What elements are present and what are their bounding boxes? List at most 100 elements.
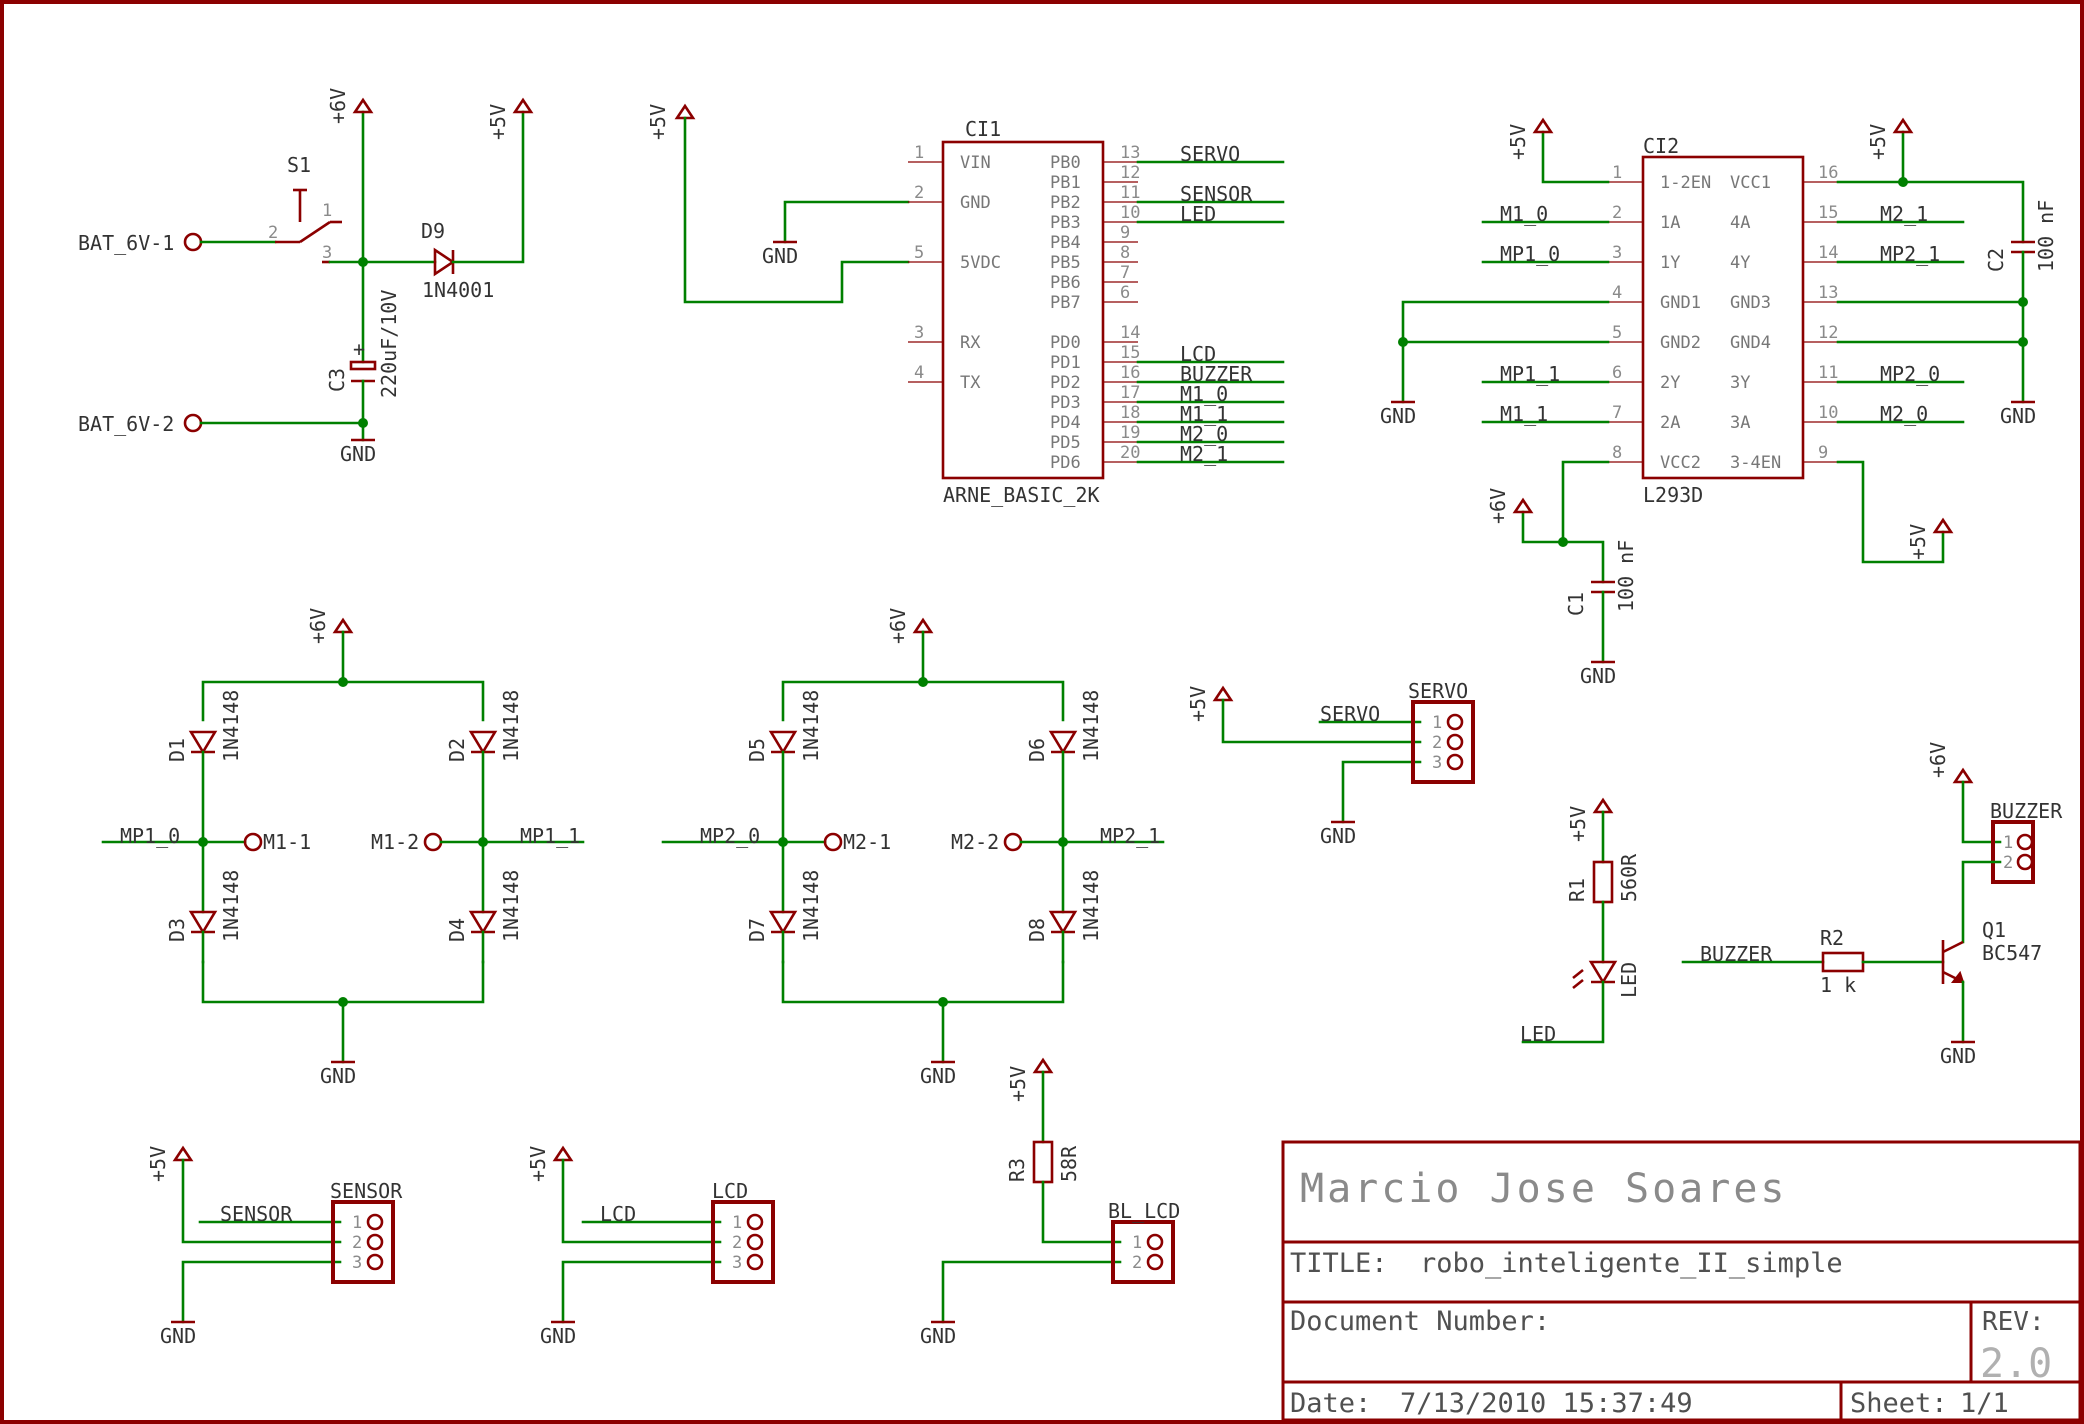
buzzer-circuit-name-text: BUZZER <box>1990 799 2063 823</box>
ci1-net-label: M2_1 <box>1180 442 1228 466</box>
ci2-net-label: M2_1 <box>1880 202 1928 226</box>
ci1-pin-num: 7 <box>1120 263 1130 283</box>
ci2-pin-name: 4Y <box>1730 253 1750 273</box>
ci1-pin-num: 19 <box>1120 423 1140 443</box>
ci1-net-label: LCD <box>1180 342 1216 366</box>
bridge1-net-left-text: MP1_0 <box>120 824 180 848</box>
buzzer-circuit-p1-text: 1 <box>2003 833 2013 853</box>
bl-lcd-p1-text: 1 <box>1132 1233 1142 1253</box>
power-c3-val-text: 220uF/10V <box>377 290 401 398</box>
power-s1-p2-text: 2 <box>268 223 278 243</box>
supply-gnd-text: GND <box>2000 404 2036 428</box>
ci2-pin-num: 2 <box>1612 203 1622 223</box>
led-circuit-net-text: LED <box>1520 1022 1556 1046</box>
sensor-p3-text: 3 <box>352 1253 362 1273</box>
bridge1-pad-left-text: M1-1 <box>263 830 311 854</box>
switch-s1: S1 1 2 3 <box>268 153 342 264</box>
title-text: robo_inteligente_II_simple <box>1420 1248 1843 1279</box>
supply-gnd-text: GND <box>1380 404 1416 428</box>
ci1-pin-num: 18 <box>1120 403 1140 423</box>
supply-gnd-text: GND <box>762 244 798 268</box>
ci1-net-label: BUZZER <box>1180 362 1253 386</box>
ci1-pin-num: 9 <box>1120 223 1130 243</box>
bridge1-val-text: 1N4148 <box>219 690 243 762</box>
bridge1-d3-text: D3 <box>165 918 189 942</box>
led-circuit-r1-val-text: 560R <box>1617 853 1641 902</box>
ci1-net-label: M1_1 <box>1180 402 1228 426</box>
ci2-pin-num: 9 <box>1818 443 1828 463</box>
bat1-pad[interactable] <box>183 232 203 252</box>
power-s1-p3-text: 3 <box>322 243 332 263</box>
bl-lcd-r3-text: R3 <box>1005 1158 1029 1182</box>
sensor-connector: +5V SENSOR GND SENSOR 1 2 3 <box>146 1145 403 1348</box>
ci2-net-label: M1_1 <box>1500 402 1548 426</box>
ci1-pin-name: PD1 <box>1050 353 1081 373</box>
rev-value: 2.0 <box>1980 1341 2052 1387</box>
ci2-pin-name: GND1 <box>1660 293 1701 313</box>
ci2-pin-num: 1 <box>1612 163 1622 183</box>
bridge1-d4-text: D4 <box>445 918 469 942</box>
ci1-pin-name: PB0 <box>1050 153 1081 173</box>
bridge2-val-text: 1N4148 <box>1079 870 1103 942</box>
buzzer-circuit-r2-val-text: 1 k <box>1820 973 1856 997</box>
ci2-pin-num: 3 <box>1612 243 1622 263</box>
ci1-net-label: SERVO <box>1180 142 1240 166</box>
ci2-c1-text: C1 <box>1564 592 1588 616</box>
supply-p5-text: +5V <box>646 104 670 140</box>
title-label: TITLE: <box>1290 1248 1388 1279</box>
ci2-value: L293D <box>1643 483 1703 507</box>
ci2-pin-num: 16 <box>1818 163 1838 183</box>
ci2-pin-num: 12 <box>1818 323 1838 343</box>
ci2-c2-val-text: 100 nF <box>2034 200 2058 272</box>
ci1-pin-name: PB7 <box>1050 293 1081 313</box>
supply-p6-text: +6V <box>1926 742 1950 778</box>
bridge2-d7-text: D7 <box>745 918 769 942</box>
servo-p3-text: 3 <box>1432 753 1442 773</box>
supply-p5-text: +5V <box>1506 124 1530 160</box>
ci1-pin-num: 4 <box>914 363 924 383</box>
ci1-pin-name: PB6 <box>1050 273 1081 293</box>
ci2-pin-name: VCC1 <box>1730 173 1771 193</box>
ci1-pin-name: RX <box>960 333 981 353</box>
ci2-pin-name: GND4 <box>1730 333 1771 353</box>
ci2-pin-name: 3-4EN <box>1730 453 1781 473</box>
ci1-pin-name: PD6 <box>1050 453 1081 473</box>
ci1-value: ARNE_BASIC_2K <box>943 483 1100 507</box>
buzzer-circuit-q1-val-text: BC547 <box>1982 941 2042 965</box>
bat2-pad[interactable] <box>183 413 203 433</box>
sensor-p2-text: 2 <box>352 1233 362 1253</box>
rev-label: REV: <box>1982 1307 2045 1337</box>
sheet-value: 1/1 <box>1960 1388 2009 1419</box>
ci2-pin-name: 4A <box>1730 213 1750 233</box>
bridge1-d1-text: D1 <box>165 738 189 762</box>
supply-gnd-text: GND <box>920 1324 956 1348</box>
supply-p6-text: +6V <box>886 608 910 644</box>
buzzer-circuit-net-text: BUZZER <box>1700 942 1773 966</box>
ci2-pin-name: 1-2EN <box>1660 173 1711 193</box>
bl-lcd-p2-text: 2 <box>1132 1253 1142 1273</box>
lcd-net-text: LCD <box>600 1202 636 1226</box>
ci1-pin-num: 3 <box>914 323 924 343</box>
ci1-pin-num: 2 <box>914 183 924 203</box>
doc-number-label: Document Number: <box>1290 1306 1550 1337</box>
supply-p5-text: +5V <box>1566 806 1590 842</box>
bridge1-val-text: 1N4148 <box>219 870 243 942</box>
buzzer-circuit: +6V BUZZER 1 2 BUZZER R2 1 k Q1 BC547 GN… <box>1681 742 2063 1068</box>
lcd-p3-text: 3 <box>732 1253 742 1273</box>
ci2-pin-name: 2Y <box>1660 373 1680 393</box>
supply-p5-text: +5V <box>1866 124 1890 160</box>
supply-p5-text: +5V <box>1006 1066 1030 1102</box>
buzzer-circuit-p2-text: 2 <box>2003 853 2013 873</box>
ci2-net-label: MP2_0 <box>1880 362 1940 386</box>
lcd-p2-text: 2 <box>732 1233 742 1253</box>
supply-gnd-text: GND <box>320 1064 356 1088</box>
ci2-pin-num: 11 <box>1818 363 1838 383</box>
bridge1-pad-right-text: M1-2 <box>371 830 419 854</box>
bridge2-d5-text: D5 <box>745 738 769 762</box>
supply-p5-text: +5V <box>486 104 510 140</box>
ci1-pin-num: 16 <box>1120 363 1140 383</box>
power-plus-text: + <box>353 337 365 361</box>
led-circuit-r1-text: R1 <box>1565 878 1589 902</box>
